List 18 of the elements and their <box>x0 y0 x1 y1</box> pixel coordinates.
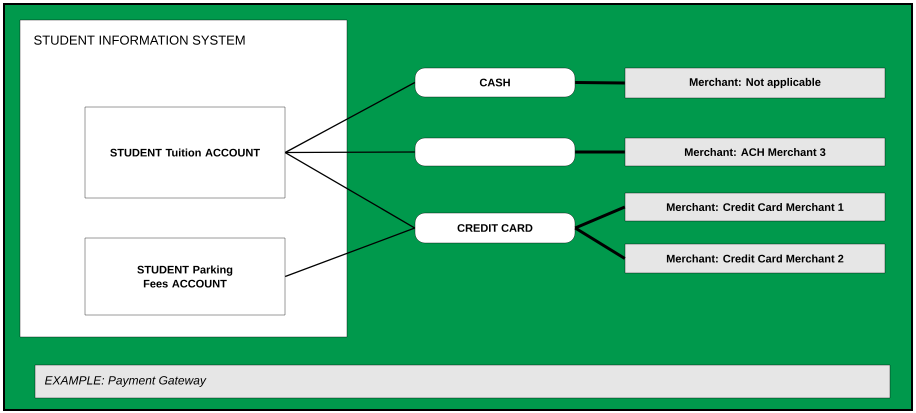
connector-line <box>284 82 416 154</box>
merchant-box: Merchant: Not applicable <box>624 68 886 98</box>
connector-line <box>574 226 626 260</box>
connector-line <box>284 152 416 229</box>
merchant-box: Merchant: ACH Merchant 3 <box>624 138 886 166</box>
payment-method-pill: CREDIT CARD <box>414 212 576 244</box>
connector-line <box>284 227 416 278</box>
payment-method-pill <box>414 138 576 166</box>
account-box: STUDENT Parking Fees ACCOUNT <box>84 238 286 316</box>
connector-line <box>574 206 626 230</box>
note-box: EXAMPLE: Payment Gateway <box>34 364 890 398</box>
merchant-box: Merchant: Credit Card Merchant 1 <box>624 192 886 222</box>
account-box: STUDENT Tuition ACCOUNT <box>84 106 286 198</box>
merchant-box: Merchant: Credit Card Merchant 2 <box>624 244 886 274</box>
connector-line <box>285 151 415 154</box>
connector-line <box>575 150 625 154</box>
payment-method-pill: CASH <box>414 68 576 98</box>
connector-line <box>575 81 625 84</box>
